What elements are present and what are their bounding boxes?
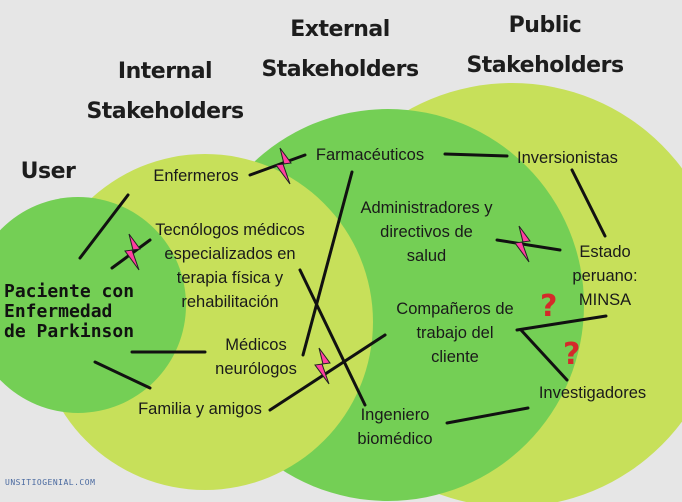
connector-line — [443, 152, 509, 158]
conflict-markers — [124, 147, 531, 385]
uncertainty-markers: ? ? — [540, 289, 580, 372]
node-ingeniero: Ingeniero biomédico — [357, 406, 433, 448]
node-patient: Paciente con Enfermedad de Parkinson — [4, 281, 135, 342]
node-tecnologos: Tecnólogos médicos especializados en ter… — [155, 221, 305, 311]
connector-line — [570, 168, 607, 238]
question-mark-icon: ? — [540, 289, 557, 324]
connector-line — [268, 333, 387, 412]
lightning-icon — [314, 347, 331, 385]
user-circle — [0, 197, 186, 413]
header-external-stakeholders: External Stakeholders — [261, 17, 419, 82]
connector-line — [298, 268, 367, 407]
connector-line — [93, 360, 152, 390]
header-user: User — [20, 159, 76, 184]
node-medicos: Médicos neurólogos — [215, 336, 297, 378]
lightning-icon — [124, 233, 141, 271]
header-internal-stakeholders: Internal Stakeholders — [86, 59, 244, 124]
node-estado: Estado peruano: MINSA — [572, 243, 638, 309]
lightning-icon — [275, 147, 292, 185]
node-companeros: Compañeros de trabajo del cliente — [396, 300, 514, 366]
lightning-icon — [514, 225, 531, 263]
connector-line — [78, 193, 130, 260]
node-administradores: Administradores y directivos de salud — [360, 199, 493, 265]
connector-line — [519, 328, 569, 382]
question-mark-icon: ? — [563, 337, 580, 372]
connector-line — [301, 170, 354, 357]
connector-line — [515, 314, 608, 332]
node-familia: Familia y amigos — [138, 400, 262, 418]
header-public-stakeholders: Public Stakeholders — [466, 13, 624, 78]
node-investigadores: Investigadores — [538, 384, 647, 402]
node-farmaceuticos: Farmacéuticos — [315, 146, 425, 164]
node-enfermeros: Enfermeros — [153, 167, 239, 185]
site-footer: UNSITIOGENIAL.COM — [5, 478, 96, 487]
connector-line — [445, 406, 530, 425]
node-inversionistas: Inversionistas — [517, 149, 618, 167]
connector-line — [495, 238, 562, 252]
